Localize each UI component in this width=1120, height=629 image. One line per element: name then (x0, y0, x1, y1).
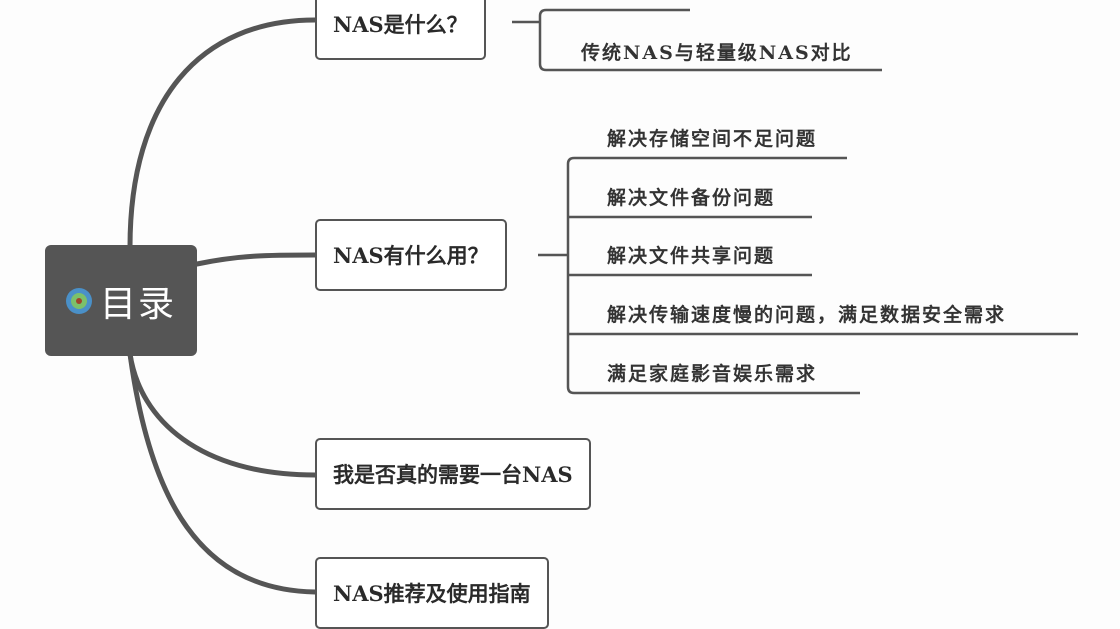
subtopic-home-entertainment[interactable]: 满足家庭影音娱乐需求 (607, 363, 818, 385)
subtopic-transfer-speed[interactable]: 解决传输速度慢的问题，满足数据安全需求 (607, 304, 1007, 326)
subtopic-file-sharing[interactable]: 解决文件共享问题 (607, 245, 776, 267)
central-topic-title: 目录 (99, 283, 176, 325)
subtopic-nas-comparison[interactable]: 传统NAS与轻量级NAS对比 (581, 42, 853, 64)
central-topic[interactable]: 目录 (45, 245, 197, 356)
topic-nas-uses[interactable]: NAS有什么用？ (315, 219, 507, 291)
connector-lines (127, 8, 1078, 595)
subtopic-file-backup[interactable]: 解决文件备份问题 (607, 187, 776, 209)
topic-need-nas[interactable]: 我是否真的需要一台NAS (315, 438, 591, 510)
target-icon (65, 287, 92, 314)
topic-what-is-nas[interactable]: NAS是什么？ (315, 0, 486, 60)
subtopic-storage-space[interactable]: 解决存储空间不足问题 (607, 128, 818, 150)
topic-nas-recommendation[interactable]: NAS推荐及使用指南 (315, 557, 549, 629)
